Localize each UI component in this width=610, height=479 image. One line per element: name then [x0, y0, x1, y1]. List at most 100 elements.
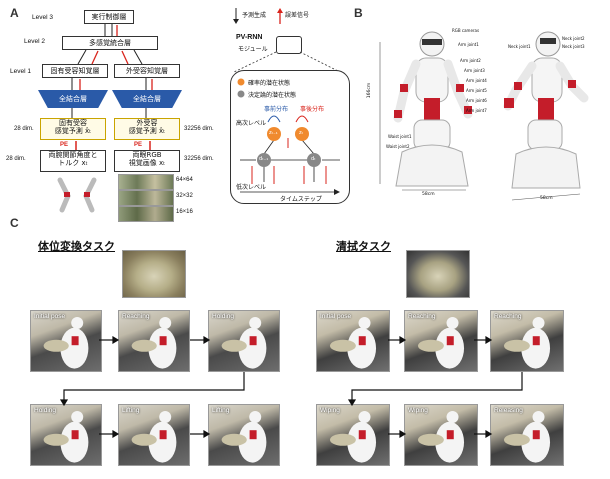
task2-step-caption: Wiping: [408, 407, 428, 414]
visual-image-64: [118, 174, 174, 190]
visual-image-16: [118, 206, 174, 222]
label-arm-joint4: Arm joint4: [466, 78, 487, 83]
proprio-prediction-line2: 感覚予測 x̂ₜ: [54, 127, 92, 136]
robot-width-label-front: 58cm: [422, 192, 435, 197]
legend-error-label: 誤差信号: [285, 13, 310, 19]
robot-width-label-side: 58cm: [540, 196, 553, 201]
task2-step-caption: Reaching: [494, 313, 522, 320]
panel-a-arrows: [71, 24, 153, 118]
label-neck-joint2: Neck joint2: [562, 36, 585, 41]
label-waist-joint1: Waist joint1: [388, 134, 412, 139]
extero-prediction-line2: 感覚予測 x̂ₜ: [128, 127, 166, 136]
pe-arrows: [75, 141, 151, 151]
task2-step-photo: Reaching: [490, 310, 564, 372]
node-z-t-minus-1-label: zₜ₋₁: [269, 130, 278, 136]
robot-front-illustration: [379, 31, 473, 191]
fully-connected-layer-left: 全結合層: [38, 90, 108, 108]
dim-right-bottom: 32256 dim.: [184, 156, 214, 162]
level2-label: Level 2: [24, 38, 45, 45]
pvrnn-zoom-lines: [233, 51, 341, 73]
label-arm-joint1: Arm joint1: [458, 42, 479, 47]
label-neck-joint3: Neck joint3: [562, 44, 585, 49]
task2-step-caption: Wiping: [320, 407, 340, 414]
task1-step-caption: Holding: [34, 407, 57, 414]
label-arm-joint7: Arm joint7: [466, 108, 487, 113]
label-rgb-camera: RGB cameras: [452, 28, 480, 33]
task1-step-photo: Holding: [30, 404, 102, 466]
extero-prediction-line1: 外受容: [136, 119, 158, 127]
proprio-layer: 固有受容知覚層: [42, 64, 108, 78]
legend-stochastic-label: 確率的潜在状態: [248, 81, 291, 87]
proprio-prediction-box: 固有受容 感覚予測 x̂ₜ: [40, 118, 106, 140]
dim-left-top: 28 dim.: [14, 126, 34, 132]
node-z-t-label: zₜ: [299, 130, 304, 136]
legend-arrows: [233, 8, 283, 24]
dim-right-top: 32256 dim.: [184, 126, 214, 132]
high-level-label: 高次レベル: [236, 121, 267, 127]
task1-step-caption: Lifting: [122, 407, 140, 414]
node-d-t-label: dₜ: [311, 156, 316, 162]
extero-observation-box: 両眼RGB 視覚画像 xₜ: [114, 150, 180, 172]
proprio-observation-line2: トルク xₜ: [58, 159, 88, 168]
task2-step-photo: Wiping: [404, 404, 478, 466]
proprio-observation-box: 両腕関節角度と トルク xₜ: [40, 150, 106, 172]
task2-step-photo: Reaching: [404, 310, 478, 372]
posterior-label: 事後分布: [300, 107, 325, 113]
extero-observation-line2: 視覚画像 xₜ: [128, 159, 166, 168]
prior-label: 事前分布: [264, 107, 289, 113]
task2-step-photo: Releasing: [490, 404, 564, 466]
fully-connected-layer-right: 全結合層: [112, 90, 182, 108]
task1-step-photo: Initial pose: [30, 310, 102, 372]
label-arm-joint3: Arm joint3: [464, 68, 485, 73]
pvrnn-detail-box: [230, 70, 350, 204]
task2-step-caption: Reaching: [408, 313, 436, 320]
panel-label-b: B: [354, 6, 363, 20]
task1-step-photo: Holding: [208, 310, 280, 372]
task2-step-caption: Initial pose: [320, 313, 352, 320]
pvrnn-title: PV-RNN: [236, 34, 263, 41]
robot-arms-illustration: [57, 177, 97, 213]
task1-overview-photo: [122, 250, 186, 298]
exec-control-layer: 実行制御層: [84, 10, 134, 24]
label-arm-joint5: Arm joint5: [466, 88, 487, 93]
task1-step-photo: Reaching: [118, 310, 190, 372]
pvrnn-module-small-box: [276, 36, 302, 54]
task1-step-caption: Lifting: [212, 407, 230, 414]
pe-right-label: PE: [134, 142, 143, 148]
task1-step-caption: Reaching: [122, 313, 150, 320]
legend-node-icons: [237, 78, 245, 98]
multimodal-layer: 多感覚統合層: [62, 36, 158, 50]
robot-side-illustration: [503, 31, 589, 201]
extero-layer: 外受容知覚層: [114, 64, 180, 78]
task-title-position-change: 体位変換タスク: [38, 240, 115, 253]
task2-step-photo: Initial pose: [316, 310, 390, 372]
node-d-t-minus-1: [257, 153, 271, 167]
resolution-64: 64×64: [176, 177, 193, 183]
legend-prediction-label: 予測生成: [242, 13, 267, 19]
resolution-32: 32×32: [176, 193, 193, 199]
task-title-wiping: 清拭タスク: [336, 240, 391, 253]
panel-label-c: C: [10, 216, 19, 230]
timestep-label: タイムステップ: [280, 197, 322, 203]
pvrnn-graph: [240, 115, 340, 195]
node-z-t: [295, 127, 309, 141]
level3-label: Level 3: [32, 14, 53, 21]
resolution-16: 16×16: [176, 209, 193, 215]
label-waist-joint2: Waist joint2: [386, 144, 410, 149]
dim-left-bottom: 28 dim.: [6, 156, 26, 162]
task1-step-photo: Lifting: [208, 404, 280, 466]
proprio-prediction-line1: 固有受容: [59, 119, 87, 127]
pe-left-label: PE: [60, 142, 69, 148]
proprio-observation-line1: 両腕関節角度と: [48, 151, 98, 159]
label-neck-joint1: Neck joint1: [508, 44, 531, 49]
extero-prediction-box: 外受容 感覚予測 x̂ₜ: [114, 118, 180, 140]
task1-step-photo: Lifting: [118, 404, 190, 466]
level1-label: Level 1: [10, 68, 31, 75]
extero-observation-line1: 両眼RGB: [132, 151, 162, 159]
task2-step-caption: Releasing: [494, 407, 523, 414]
label-arm-joint2: Arm joint2: [460, 58, 481, 63]
label-arm-joint6: Arm joint6: [466, 98, 487, 103]
node-d-t-minus-1-label: dₜ₋₁: [259, 156, 269, 162]
task1-step-caption: Initial pose: [34, 313, 66, 320]
